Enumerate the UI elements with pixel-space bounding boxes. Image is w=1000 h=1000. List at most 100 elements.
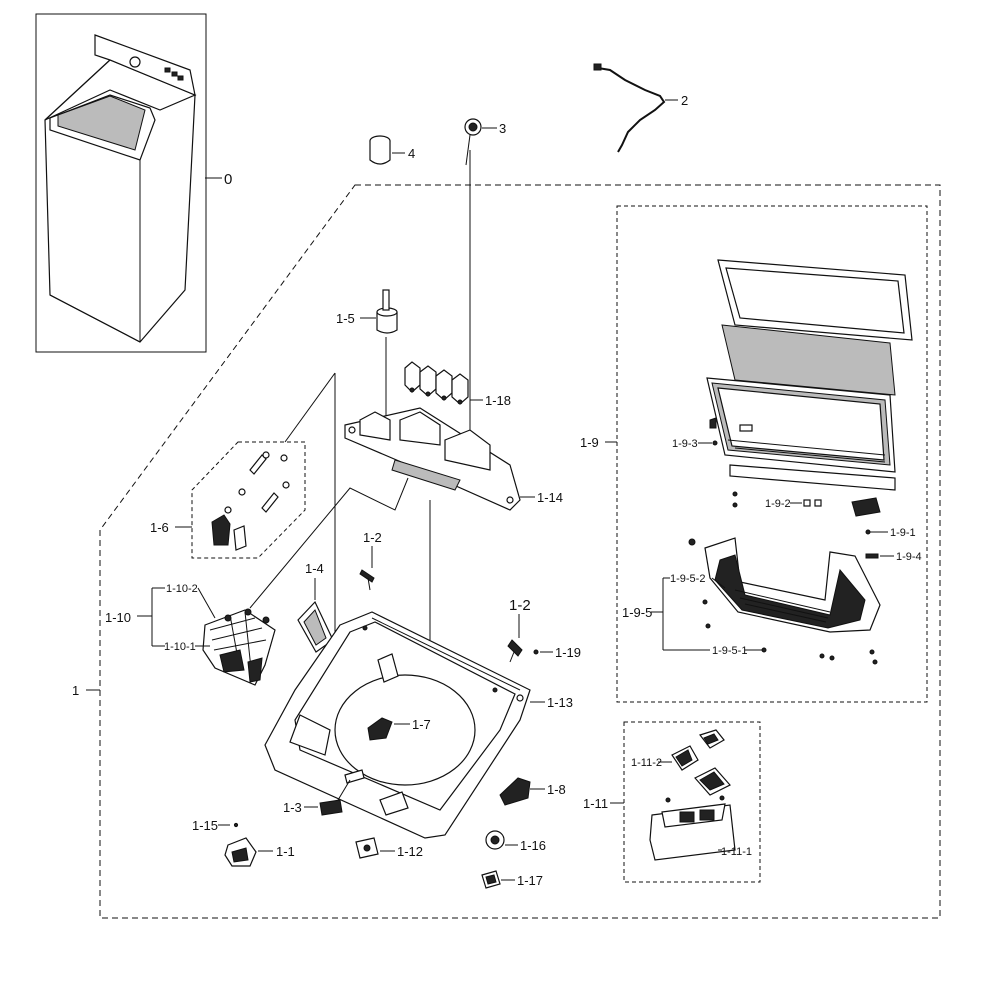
label-1-8: 1-8 [547, 782, 566, 797]
label-1-9-3: 1-9-3 [672, 438, 698, 450]
part-1-9-4[interactable] [865, 553, 894, 559]
part-1-5[interactable] [360, 289, 398, 420]
group-1-11-boundary [623, 721, 761, 883]
label-1-9-5: 1-9-5 [622, 605, 652, 620]
filter-cap-icon [376, 289, 398, 334]
part-1-3[interactable] [304, 779, 351, 816]
label-1: 1 [72, 683, 79, 698]
hinge-switch-icon [851, 497, 881, 517]
cover-icon [355, 837, 379, 859]
label-1-14: 1-14 [537, 490, 563, 505]
label-2: 2 [681, 93, 688, 108]
control-panel-icon [344, 407, 521, 511]
part-1-10[interactable] [137, 587, 276, 686]
switch-connectors-icon [404, 361, 469, 405]
hinge-parts-icon [211, 451, 290, 551]
screw-small-icon [712, 440, 718, 446]
part-1-9-1[interactable] [851, 497, 888, 535]
part-1-12[interactable] [355, 837, 395, 859]
part-1-2-screw-b[interactable] [507, 614, 523, 663]
top-cover-icon [264, 611, 531, 839]
button-icon [319, 799, 343, 816]
part-1-2-screw-a[interactable] [359, 546, 375, 591]
label-1-18: 1-18 [485, 393, 511, 408]
label-1-10-1: 1-10-1 [164, 641, 196, 653]
label-1-9: 1-9 [580, 435, 599, 450]
label-1-11-2: 1-11-2 [631, 757, 662, 769]
label-1-3: 1-3 [283, 800, 302, 815]
leader-panel-b [284, 372, 336, 443]
clip-icon [481, 870, 501, 889]
part-1-13[interactable] [264, 611, 545, 839]
wire-harness-icon [597, 67, 666, 153]
glass-lid-icon [706, 259, 913, 508]
lid-lock-icon [202, 608, 276, 686]
label-0: 0 [224, 171, 232, 188]
part-1-14[interactable] [344, 407, 535, 650]
group-1-6-boundary [191, 441, 306, 559]
label-1-5: 1-5 [336, 311, 355, 326]
part-1-15[interactable] [218, 822, 239, 828]
label-1-2a: 1-2 [363, 530, 382, 545]
label-1-7: 1-7 [412, 717, 431, 732]
part-1-7[interactable] [367, 717, 410, 741]
part-2[interactable] [593, 63, 678, 153]
label-1-11-1: 1-11-1 [721, 846, 752, 858]
label-1-13: 1-13 [547, 695, 573, 710]
part-1-9[interactable] [605, 205, 928, 703]
label-1-19: 1-19 [555, 645, 581, 660]
label-1-9-1: 1-9-1 [890, 527, 916, 539]
pin-icon [865, 553, 879, 559]
label-1-6: 1-6 [150, 520, 169, 535]
detergent-dispenser-icon [649, 729, 736, 861]
washer-small-icon [533, 649, 539, 655]
part-1-19[interactable] [533, 649, 553, 655]
label-1-9-4: 1-9-4 [896, 551, 922, 563]
label-1-10: 1-10 [105, 610, 131, 625]
label-3: 3 [499, 121, 506, 136]
label-1-11: 1-11 [583, 796, 608, 811]
label-1-9-5-1: 1-9-5-1 [712, 645, 747, 657]
washer-icon [44, 34, 197, 343]
part-1-9-2[interactable] [790, 499, 822, 507]
part-1-4[interactable] [297, 578, 334, 653]
part-1-6[interactable] [175, 441, 306, 559]
label-1-4: 1-4 [305, 561, 324, 576]
label-4: 4 [408, 146, 415, 161]
part-1-1[interactable] [224, 837, 273, 867]
motor-icon [485, 830, 505, 850]
label-1-2b: 1-2 [509, 597, 531, 614]
label-1-17: 1-17 [517, 873, 543, 888]
leader-panel-c [249, 477, 409, 609]
screw-icon [359, 569, 375, 591]
washer-assembly-0[interactable] [35, 13, 222, 353]
part-4[interactable] [369, 135, 405, 165]
part-1-9-5[interactable] [651, 537, 881, 665]
label-1-12: 1-12 [397, 844, 423, 859]
part-1-8[interactable] [499, 777, 545, 806]
spacer-icon [803, 499, 811, 507]
part-1-17[interactable] [481, 870, 515, 889]
group-1-9-boundary [616, 205, 928, 703]
cap-icon [369, 135, 391, 165]
water-level-sensor-icon [464, 118, 482, 166]
screw-icon [507, 639, 523, 663]
label-1-9-5-2: 1-9-5-2 [670, 573, 705, 585]
lock-switch-icon [224, 837, 257, 867]
small-screw-icon [233, 822, 239, 828]
part-1-9-3[interactable] [698, 417, 718, 446]
hinge-bracket-icon [499, 777, 531, 806]
label-1-16: 1-16 [520, 838, 546, 853]
part-1-16[interactable] [485, 830, 518, 850]
latch-icon [367, 717, 393, 741]
door-frame-icon [688, 537, 881, 665]
label-1-10-2: 1-10-2 [166, 583, 198, 595]
part-1-11[interactable] [610, 721, 761, 883]
label-1-15: 1-15 [192, 818, 218, 833]
part-3[interactable] [464, 118, 497, 480]
label-1-9-2: 1-9-2 [765, 498, 791, 510]
part-1-18[interactable] [404, 361, 483, 405]
label-1-1: 1-1 [276, 844, 295, 859]
